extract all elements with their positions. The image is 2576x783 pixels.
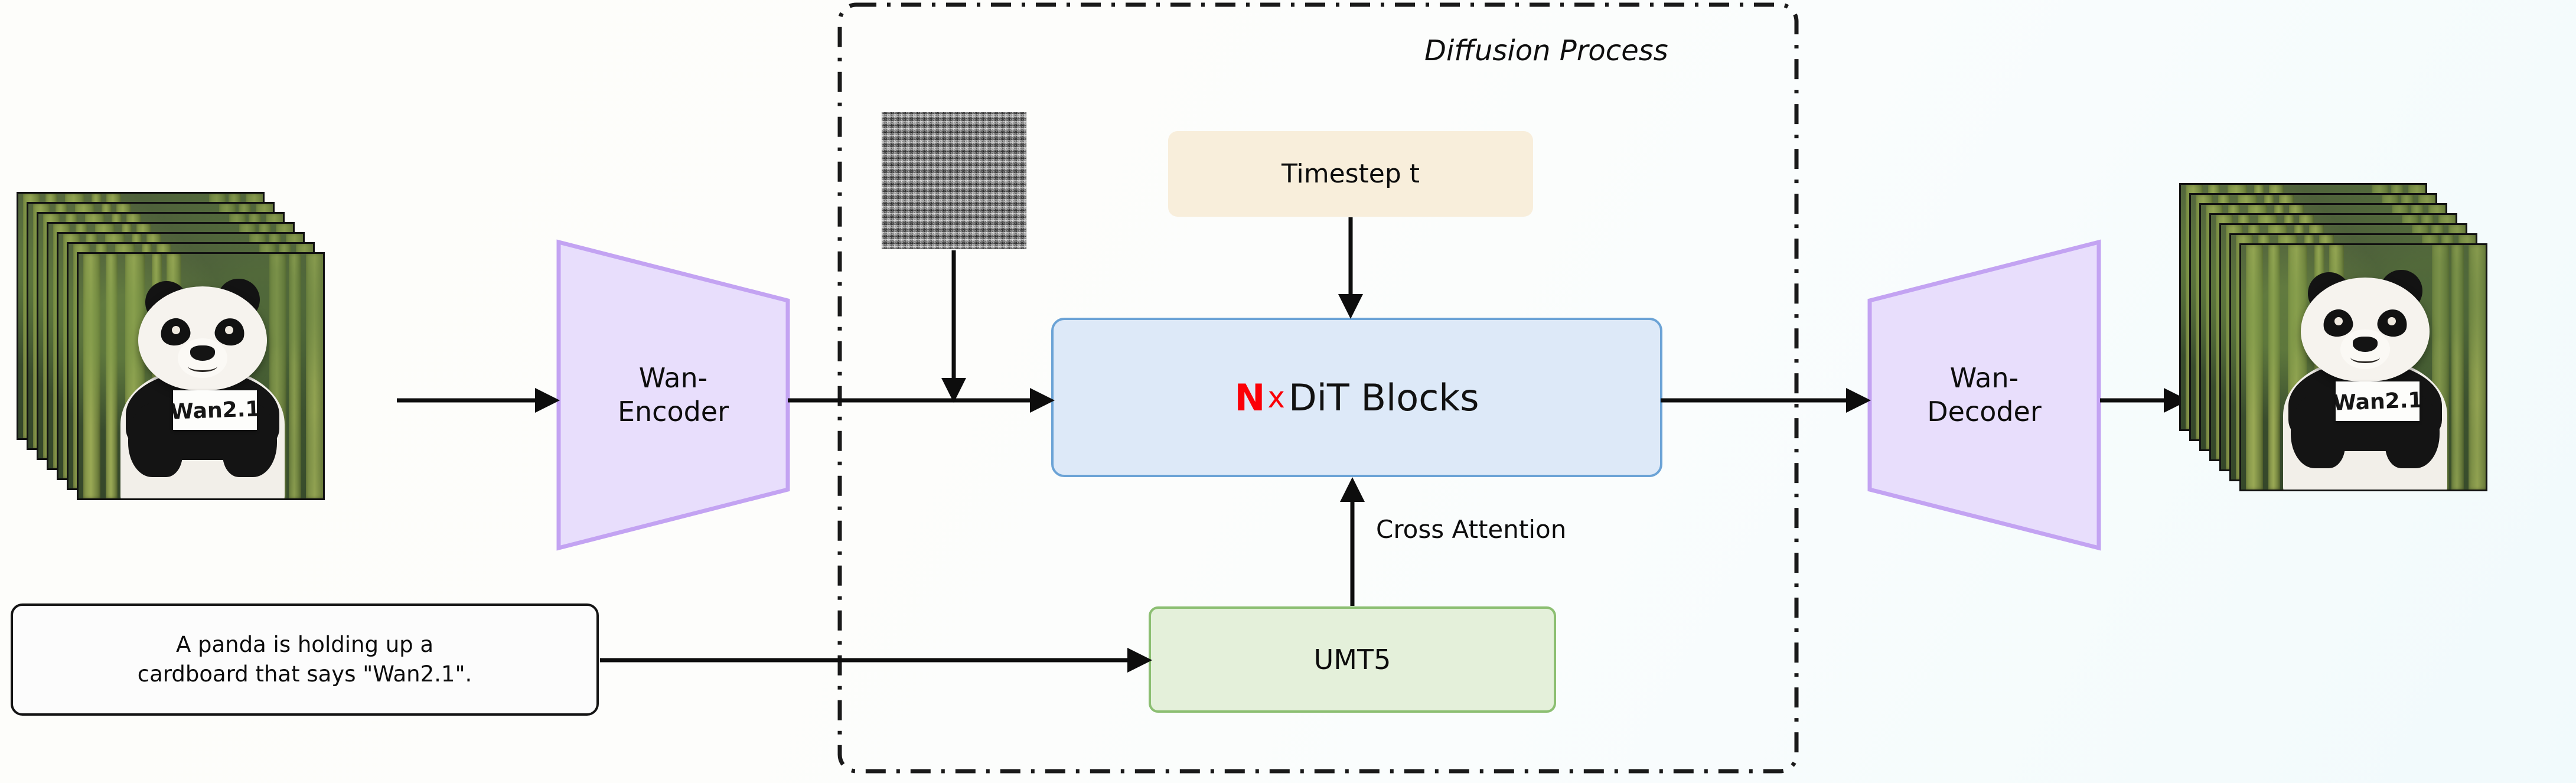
noise-latent-patch xyxy=(882,112,1026,249)
wan-decoder-shape xyxy=(1867,239,2101,551)
video-frame-sign-text: Wan2.1 xyxy=(2335,387,2420,416)
timestep-box[interactable]: Timestep t xyxy=(1168,131,1533,217)
dit-blocks-label: DiT Blocks xyxy=(1288,376,1479,419)
dit-n-count: N xyxy=(1234,376,1266,419)
video-frame-sign-text: Wan2.1 xyxy=(172,396,257,425)
wan-decoder-block[interactable]: Wan- Decoder xyxy=(1866,239,2102,552)
wan-encoder-block[interactable]: Wan- Encoder xyxy=(555,239,791,552)
video-frame: Wan2.1 xyxy=(77,252,325,500)
wan-encoder-shape xyxy=(556,239,790,551)
cross-attention-label: Cross Attention xyxy=(1376,515,1567,544)
prompt-line-1: A panda is holding up a xyxy=(175,632,434,658)
input-video-frames: Wan2.1 Wan2.1 xyxy=(17,192,383,558)
prompt-text-box[interactable]: A panda is holding up a cardboard that s… xyxy=(11,603,599,716)
umt5-label: UMT5 xyxy=(1313,644,1391,676)
timestep-label: Timestep t xyxy=(1281,159,1420,189)
umt5-text-encoder-box[interactable]: UMT5 xyxy=(1149,606,1556,713)
video-frame: Wan2.1 xyxy=(2239,243,2487,491)
prompt-line-2: cardboard that says "Wan2.1". xyxy=(137,661,472,687)
dit-multiply-symbol: x xyxy=(1267,380,1285,415)
wan-decoder-label: Wan- Decoder xyxy=(1927,361,2042,428)
output-video-frames: Wan2.1 Wan2.1 xyxy=(2179,183,2545,549)
wan-encoder-label: Wan- Encoder xyxy=(617,361,729,428)
diffusion-process-title: Diffusion Process xyxy=(1424,34,1668,67)
